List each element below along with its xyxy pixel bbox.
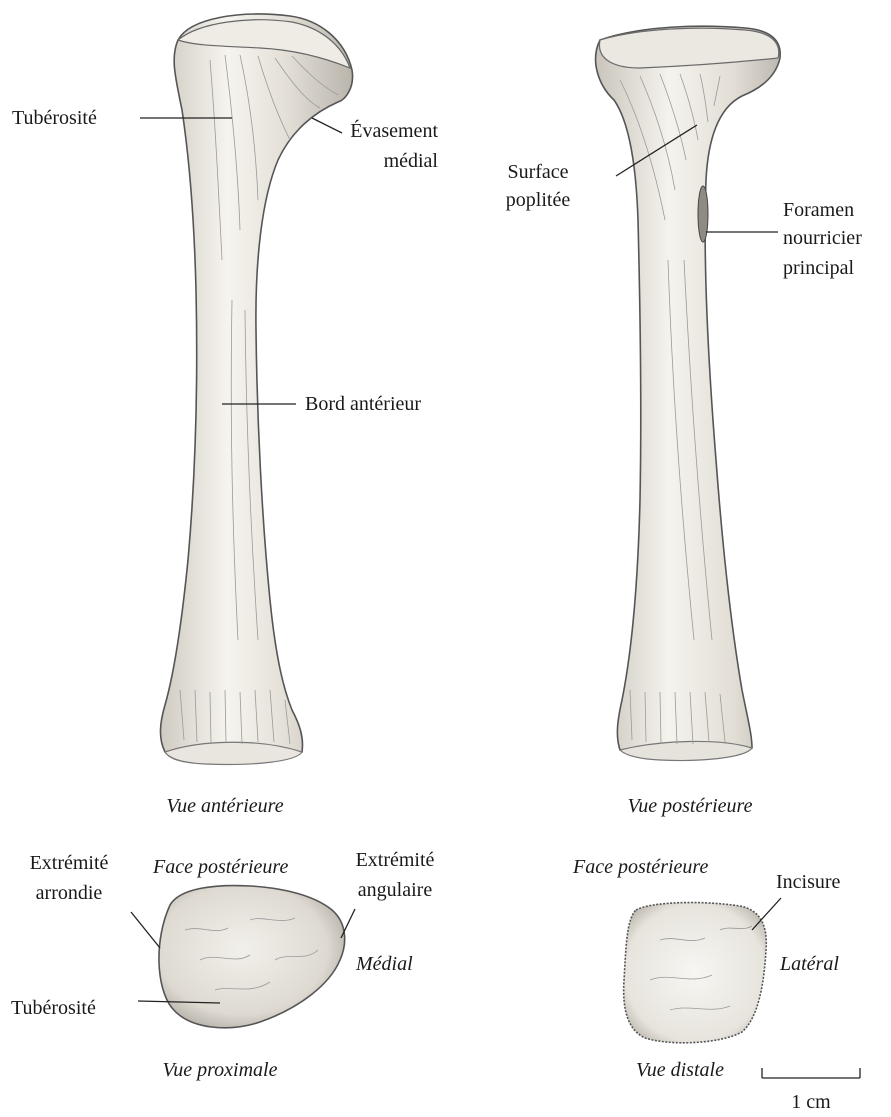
label-angulaire-line1: Extrémité <box>343 848 447 872</box>
scale-bar <box>762 1068 860 1078</box>
label-vue-distale: Vue distale <box>620 1058 740 1082</box>
label-evasement-line2: médial <box>346 149 438 173</box>
label-arrondie-line2: arrondie <box>14 881 124 905</box>
label-evasement-line1: Évasement <box>346 119 438 143</box>
label-vue-posterieure: Vue postérieure <box>590 794 790 818</box>
label-face-posterieure-proximal: Face postérieure <box>153 855 288 879</box>
leader-evasement-medial <box>312 118 342 133</box>
leader-extremite-angulaire <box>341 909 355 938</box>
label-foramen-line3: principal <box>783 256 854 280</box>
label-incisure: Incisure <box>776 870 840 894</box>
label-angulaire-line2: angulaire <box>343 878 447 902</box>
label-scale: 1 cm <box>766 1090 856 1114</box>
label-tuberosite-proximal: Tubérosité <box>11 996 96 1020</box>
label-arrondie-line1: Extrémité <box>14 851 124 875</box>
label-surface-line1: Surface <box>492 160 584 184</box>
label-medial: Médial <box>356 952 413 976</box>
label-vue-anterieure: Vue antérieure <box>120 794 330 818</box>
leader-extremite-arrondie <box>131 912 160 948</box>
label-foramen-line2: nourricier <box>783 226 862 250</box>
label-surface-line2: poplitée <box>492 188 584 212</box>
label-foramen-line1: Foramen <box>783 198 854 222</box>
label-vue-proximale: Vue proximale <box>120 1058 320 1082</box>
anterior-tibia-drawing <box>160 14 352 764</box>
posterior-tibia-drawing <box>596 26 781 760</box>
label-bord-anterieur: Bord antérieur <box>305 392 421 416</box>
distal-view-drawing <box>624 903 767 1043</box>
label-tuberosite-anterior: Tubérosité <box>12 106 97 130</box>
proximal-view-drawing <box>159 886 345 1028</box>
label-lateral: Latéral <box>780 952 839 976</box>
label-face-posterieure-distal: Face postérieure <box>573 855 708 879</box>
